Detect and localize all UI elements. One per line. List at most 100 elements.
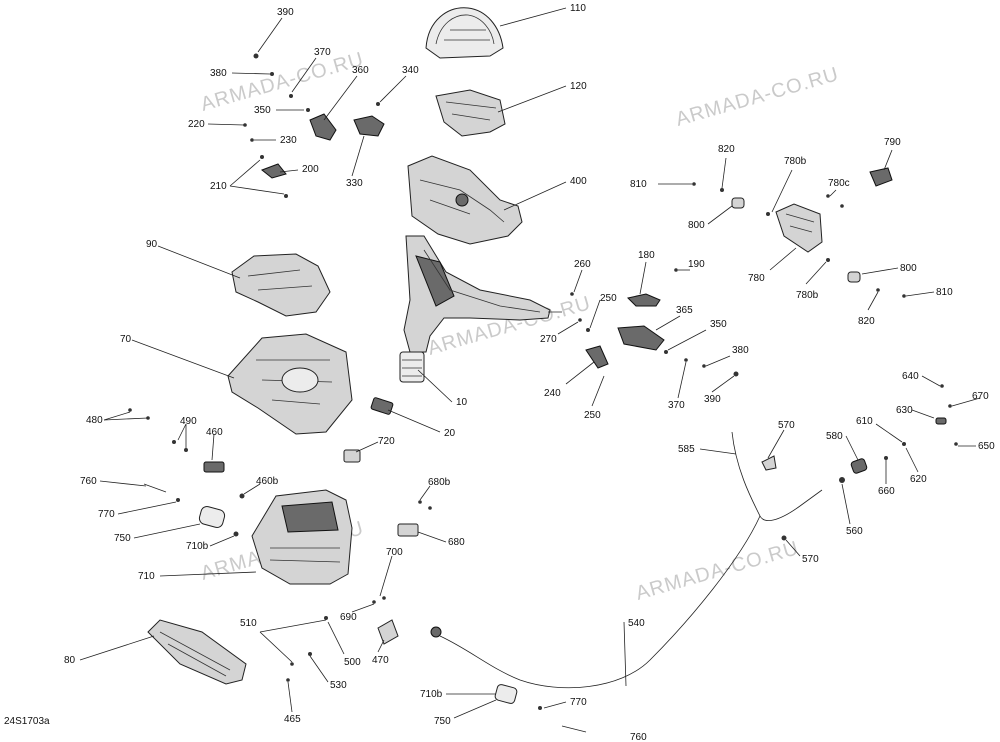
- callout-650: 650: [978, 441, 995, 452]
- part-760a: [143, 483, 167, 493]
- callout-210: 210: [210, 181, 227, 192]
- callout-80: 80: [64, 655, 76, 666]
- hardware-dots: [128, 53, 958, 710]
- callout-680: 680: [448, 537, 465, 548]
- part-110-top-cover: [425, 7, 504, 59]
- part-340-lever: [353, 115, 385, 137]
- part-10-handlebar-assembly: [399, 235, 562, 383]
- callout-750: 750: [434, 716, 451, 727]
- callout-380: 380: [732, 345, 749, 356]
- callout-640: 640: [902, 371, 919, 382]
- diagram-code: 24S1703a: [4, 716, 50, 727]
- callout-780b: 780b: [796, 290, 819, 301]
- part-365-grip: [617, 325, 665, 351]
- part-750b: [494, 684, 518, 704]
- callout-580: 580: [826, 431, 843, 442]
- callout-10: 10: [456, 397, 468, 408]
- callout-190: 190: [688, 259, 705, 270]
- callout-240: 240: [544, 388, 561, 399]
- part-470-clip: [377, 619, 399, 645]
- callout-560: 560: [846, 526, 863, 537]
- part-720-clip: [343, 449, 361, 463]
- part-800b: [847, 271, 861, 283]
- callout-820: 820: [718, 144, 735, 155]
- callout-500: 500: [344, 657, 361, 668]
- callout-460: 460: [206, 427, 223, 438]
- callout-760: 760: [630, 732, 647, 742]
- watermark: ARMADA-CO.RU: [673, 63, 841, 131]
- callout-800: 800: [688, 220, 705, 231]
- callout-810: 810: [936, 287, 953, 298]
- part-540-end: [430, 626, 442, 638]
- callout-710b: 710b: [420, 689, 443, 700]
- callout-585: 585: [678, 444, 695, 455]
- watermark: ARMADA-CO.RU: [633, 537, 801, 605]
- callout-750: 750: [114, 533, 131, 544]
- callout-570: 570: [802, 554, 819, 565]
- part-780-assembly: [775, 203, 823, 253]
- callout-480: 480: [86, 415, 103, 426]
- callout-230: 230: [280, 135, 297, 146]
- part-460-bracket: [203, 461, 225, 473]
- callout-260: 260: [574, 259, 591, 270]
- part-630: [935, 417, 947, 425]
- callout-110: 110: [570, 3, 586, 14]
- callout-470: 470: [372, 655, 389, 666]
- part-790: [869, 167, 893, 187]
- part-70-lower-tray: [227, 333, 353, 435]
- callout-690: 690: [340, 612, 357, 623]
- callout-370: 370: [668, 400, 685, 411]
- part-360-lever: [309, 113, 337, 141]
- callout-220: 220: [188, 119, 205, 130]
- parts: [143, 7, 947, 733]
- callout-620: 620: [910, 474, 927, 485]
- callout-180: 180: [638, 250, 655, 261]
- callout-330: 330: [346, 178, 363, 189]
- callout-800: 800: [900, 263, 917, 274]
- callout-70: 70: [120, 334, 132, 345]
- part-200-lever: [261, 163, 287, 179]
- callout-370: 370: [314, 47, 331, 58]
- callout-700: 700: [386, 547, 403, 558]
- part-180-grip: [627, 293, 661, 307]
- part-80-trim: [147, 619, 247, 685]
- callout-350: 350: [710, 319, 727, 330]
- callout-400: 400: [570, 176, 587, 187]
- callout-250: 250: [584, 410, 601, 421]
- callout-490: 490: [180, 416, 197, 427]
- callout-780b: 780b: [784, 156, 807, 167]
- callout-390: 390: [277, 7, 294, 18]
- callout-labels: 390 370 380 360 340 350 220 230 330 200 …: [64, 3, 995, 742]
- callout-270: 270: [540, 334, 557, 345]
- part-680-clip: [397, 523, 419, 537]
- callout-770: 770: [98, 509, 115, 520]
- callout-390: 390: [704, 394, 721, 405]
- callout-630: 630: [896, 405, 913, 416]
- watermark: ARMADA-CO.RU: [198, 48, 366, 116]
- callout-710: 710: [138, 571, 155, 582]
- part-90-tray: [231, 253, 331, 317]
- callout-680b: 680b: [428, 477, 451, 488]
- callout-200: 200: [302, 164, 319, 175]
- callout-90: 90: [146, 239, 158, 250]
- part-570a: [761, 455, 777, 471]
- callout-780c: 780c: [828, 178, 850, 189]
- part-240-lever: [585, 345, 609, 369]
- callout-365: 365: [676, 305, 693, 316]
- part-540-cable: [439, 515, 761, 689]
- callout-790: 790: [884, 137, 901, 148]
- part-20: [370, 397, 394, 415]
- leader-lines: [79, 7, 981, 719]
- part-710-housing: [251, 489, 353, 585]
- callout-820: 820: [858, 316, 875, 327]
- callout-465: 465: [284, 714, 301, 725]
- callout-530: 530: [330, 680, 347, 691]
- callout-540: 540: [628, 618, 645, 629]
- callout-120: 120: [570, 81, 587, 92]
- callout-20: 20: [444, 428, 456, 439]
- part-800a: [731, 197, 745, 209]
- callout-810: 810: [630, 179, 647, 190]
- part-585-cable: [731, 431, 823, 521]
